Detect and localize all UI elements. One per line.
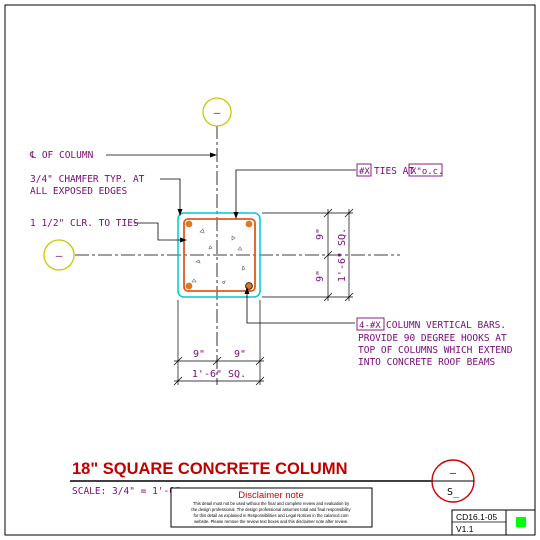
note-bars-line4: INTO CONCRETE ROOF BEAMS <box>358 357 496 368</box>
leader-arrowheads <box>177 152 250 294</box>
ties-spacing-text: X"o.c. <box>411 167 444 177</box>
bar-bottom-left <box>185 282 193 290</box>
dim-half-bottom: 9" <box>315 270 326 282</box>
section-bubble-bottom: S_ <box>447 487 460 498</box>
dimension-lines <box>173 208 354 386</box>
bar-bottom-right <box>245 282 253 290</box>
note-bars-line1: COLUMN VERTICAL BARS. <box>386 320 506 331</box>
section-bubble-top: — <box>450 468 457 479</box>
annotations: ℄ OF COLUMN 3/4" CHAMFER TYP. AT ALL EXP… <box>29 150 513 368</box>
note-chamfer-line2: ALL EXPOSED EDGES <box>30 186 128 197</box>
bars-size-box <box>356 317 385 331</box>
section-bubble: — S_ <box>431 459 475 503</box>
note-chamfer-line1: 3/4" CHAMFER TYP. AT <box>30 174 145 185</box>
note-ties: TIES AT <box>374 166 414 177</box>
column-outline <box>177 212 261 298</box>
dimension-texts: 9" 9" 1'-6" SQ. 9" 9" 1'-6" SQ. <box>192 228 348 380</box>
detail-number-block: CD16.1-05 V1.1 <box>451 509 535 536</box>
grid-bubble-top-label: — <box>214 106 221 119</box>
note-bars-line3: TOP OF COLUMNS WHICH EXTEND <box>358 345 513 356</box>
dim-half-right: 9" <box>234 349 246 360</box>
leader-lines <box>106 154 356 324</box>
column-ties <box>183 218 256 292</box>
bars-size-text: 4-#X <box>359 321 381 331</box>
vertical-bars <box>185 220 253 290</box>
detail-number: CD16.1-05 <box>456 512 497 522</box>
bar-top-right <box>245 220 253 228</box>
bar-top-left <box>185 220 193 228</box>
disclaimer-line1: This detail must not be used without the… <box>193 501 350 506</box>
detail-title: 18" SQUARE CONCRETE COLUMN <box>72 460 348 478</box>
note-bars-line2: PROVIDE 90 DEGREE HOOKS AT <box>358 333 507 344</box>
detail-scale: SCALE: 3/4" = 1'-0" <box>72 486 181 497</box>
detail-version: V1.1 <box>456 524 474 534</box>
disclaimer-box: Disclaimer note This detail must not be … <box>170 487 373 528</box>
dim-overall-vertical: 1'-6" SQ. <box>337 228 348 282</box>
ties-size-text: #X <box>359 167 370 177</box>
sheet-border <box>4 4 536 536</box>
concrete-hatch <box>191 228 246 285</box>
grid-bubble-left: — <box>43 239 75 271</box>
dim-half-top: 9" <box>315 228 326 240</box>
disclaimer-line4: website. Please remove the review text b… <box>194 519 348 524</box>
grid-bubble-left-label: — <box>56 249 63 262</box>
disclaimer-line3: for this detail as explained in Responsi… <box>193 513 349 518</box>
ties-spacing-box <box>408 163 443 177</box>
note-centerline: ℄ OF COLUMN <box>29 150 94 161</box>
note-clearance: 1 1/2" CLR. TO TIES <box>30 218 139 229</box>
grid-bubble-top: — <box>202 97 232 127</box>
dim-half-left: 9" <box>193 349 205 360</box>
disclaimer-line2: the design professional. The design prof… <box>191 507 351 512</box>
disclaimer-heading: Disclaimer note <box>238 490 303 501</box>
status-indicator <box>516 517 526 527</box>
dim-overall-horizontal: 1'-6" SQ. <box>192 369 246 380</box>
ties-size-box <box>356 163 372 177</box>
